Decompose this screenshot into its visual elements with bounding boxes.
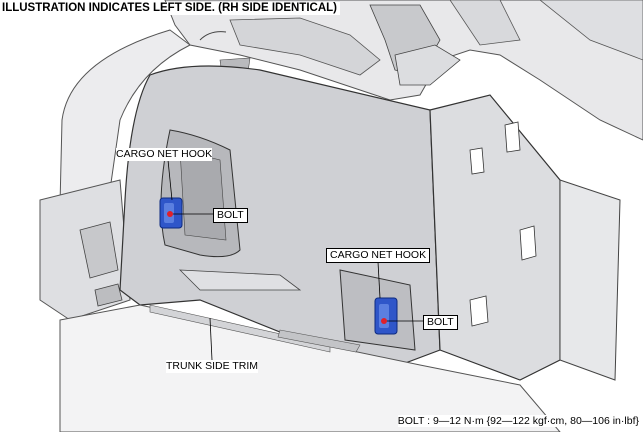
cargo-net-hook-lower (374, 297, 398, 335)
cargo-net-hook-upper (159, 197, 183, 229)
rear-wheel-house (39, 29, 191, 321)
label-cargo-net-hook-upper: CARGO NET HOOK (116, 148, 213, 161)
label-bolt-upper: BOLT (213, 208, 248, 223)
illustration-caption: ILLUSTRATION INDICATES LEFT SIDE. (RH SI… (2, 2, 340, 15)
trunk-floor (59, 304, 561, 432)
torque-spec: BOLT : 9—12 N·m {92—122 kgf·cm, 80—106 i… (397, 415, 639, 427)
upper-body-structure (164, 0, 643, 141)
bolt-lower-marker (381, 318, 387, 324)
bolt-upper-marker (167, 211, 173, 217)
label-bolt-lower: BOLT (423, 315, 458, 330)
label-trunk-side-trim: TRUNK SIDE TRIM (166, 360, 258, 373)
leader-lines (167, 159, 424, 361)
label-cargo-net-hook-lower: CARGO NET HOOK (326, 248, 431, 263)
